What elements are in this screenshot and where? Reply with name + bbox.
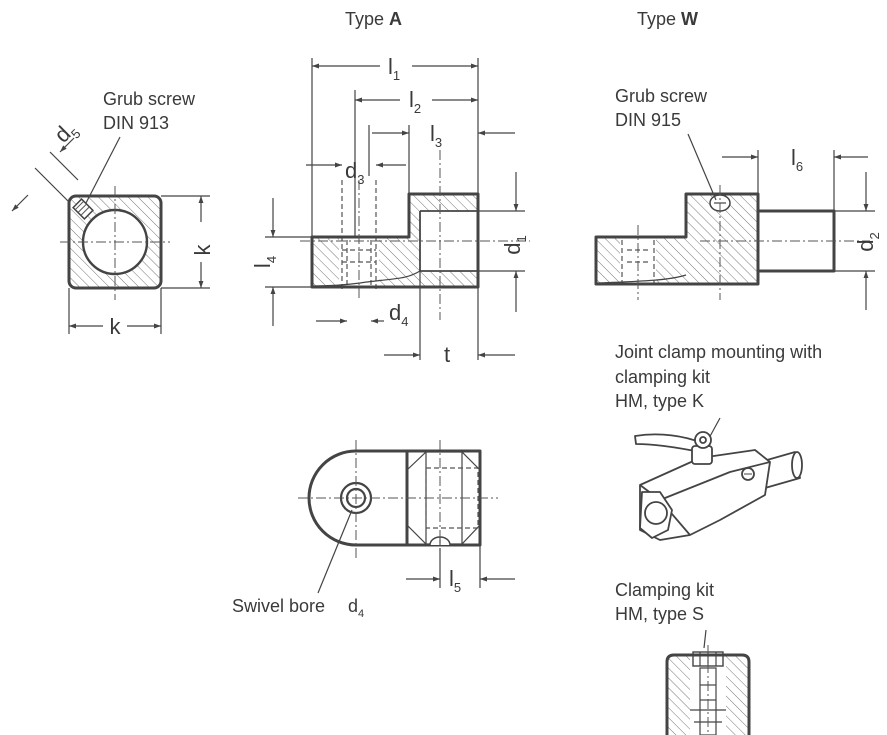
k-horizontal-label: k [110, 314, 122, 339]
l6-label: l6 [791, 145, 803, 174]
joint-clamp-label-1: Joint clamp mounting with [615, 342, 822, 362]
l5-label: l5 [449, 566, 461, 595]
d5-label: d5 [49, 116, 83, 150]
l1-label: l1 [388, 54, 400, 83]
clamping-kit-label-2: HM, type S [615, 604, 704, 624]
k-vertical-label: k [190, 244, 215, 256]
clamping-kit-section [665, 645, 751, 735]
type-w-title: Type W [637, 9, 698, 29]
grub-screw-915-label: Grub screw [615, 86, 708, 106]
d4-swivel-label: d4 [348, 596, 364, 620]
d2-label: d2 [853, 232, 882, 251]
d3-label: d3 [345, 158, 364, 187]
type-w-side-view [594, 185, 870, 300]
l2-label: l2 [409, 87, 421, 116]
swivel-bore-label: Swivel bore [232, 596, 325, 616]
l4-label: l4 [250, 256, 279, 268]
din-915-label: DIN 915 [615, 110, 681, 130]
clamping-kit-label-1: Clamping kit [615, 580, 714, 600]
type-a-side-view [300, 150, 530, 320]
din-913-label: DIN 913 [103, 113, 169, 133]
l3-label: l3 [430, 121, 442, 150]
type-a-top-view [298, 440, 498, 560]
type-a-title: Type A [345, 9, 402, 29]
joint-clamp-label-3: HM, type K [615, 391, 704, 411]
joint-clamp-label-2: clamping kit [615, 367, 710, 387]
grub-screw-913-label: Grub screw [103, 89, 196, 109]
t-label: t [444, 342, 450, 367]
joint-clamp-illustration [634, 431, 803, 541]
d4-label: d4 [389, 300, 408, 329]
square-end-view [60, 186, 170, 300]
d1-label: d1 [500, 235, 529, 254]
